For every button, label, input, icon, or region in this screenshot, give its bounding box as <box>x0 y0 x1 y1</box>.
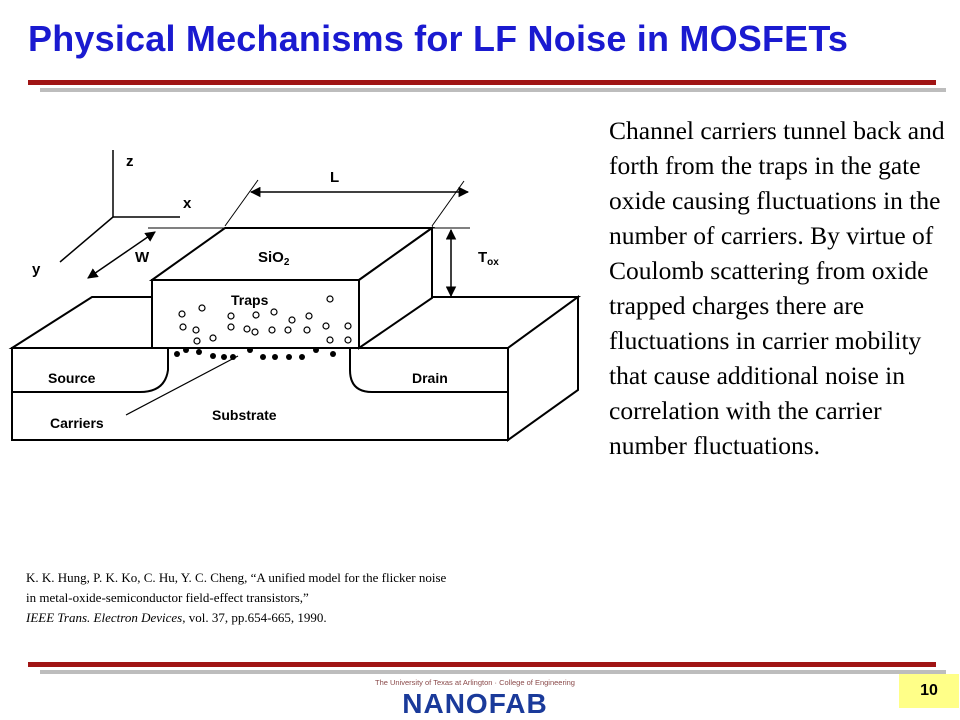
trap-sites <box>178 295 352 345</box>
substrate-front-face <box>11 347 509 441</box>
tox-label: Tox <box>478 249 499 268</box>
citation-journal: IEEE Trans. Electron Devices <box>26 610 183 625</box>
traps-label: Traps <box>231 292 269 308</box>
title-rule <box>28 80 936 85</box>
drain-region <box>349 348 508 393</box>
length-extension-left <box>224 179 259 227</box>
width-dimension <box>87 231 156 279</box>
length-label: L <box>330 169 339 186</box>
citation-line-3: IEEE Trans. Electron Devices, vol. 37, p… <box>26 610 327 625</box>
nanofab-logo: The University of Texas at Arlington · C… <box>375 678 575 716</box>
coordinate-axes <box>59 150 180 263</box>
source-label: Source <box>48 370 96 386</box>
body-text: Channel carriers tunnel back and forth f… <box>609 116 945 460</box>
carriers-pointer <box>125 355 239 416</box>
logo-wordmark: NANOFAB <box>402 688 547 716</box>
length-extension-right <box>431 180 465 227</box>
carriers-label: Carriers <box>50 415 104 431</box>
logo-tagline: The University of Texas at Arlington · C… <box>375 678 575 687</box>
width-label: W <box>135 249 150 266</box>
citation-line-2: in metal-oxide-semiconductor field-effec… <box>26 590 309 605</box>
channel-carriers <box>174 347 336 360</box>
footer-rule <box>28 662 936 667</box>
drain-label: Drain <box>412 370 448 386</box>
source-region <box>12 348 169 393</box>
substrate-label: Substrate <box>212 407 277 423</box>
axis-y-label: y <box>32 261 41 278</box>
axis-z-label: z <box>126 153 134 170</box>
slide-title: Physical Mechanisms for LF Noise in MOSF… <box>28 18 849 59</box>
citation-line-1: K. K. Hung, P. K. Ko, C. Hu, Y. C. Cheng… <box>26 570 447 585</box>
footer-rule-shadow <box>40 670 946 674</box>
citation: K. K. Hung, P. K. Ko, C. Hu, Y. C. Cheng… <box>26 568 586 628</box>
title-rule-shadow <box>40 88 946 92</box>
axis-x-label: x <box>183 195 192 212</box>
oxide-label: SiO2 <box>258 249 290 268</box>
mosfet-diagram: z x y L W SiO2 Tox Traps Source Drain Ca… <box>8 150 582 442</box>
page-number: 10 <box>899 674 959 708</box>
